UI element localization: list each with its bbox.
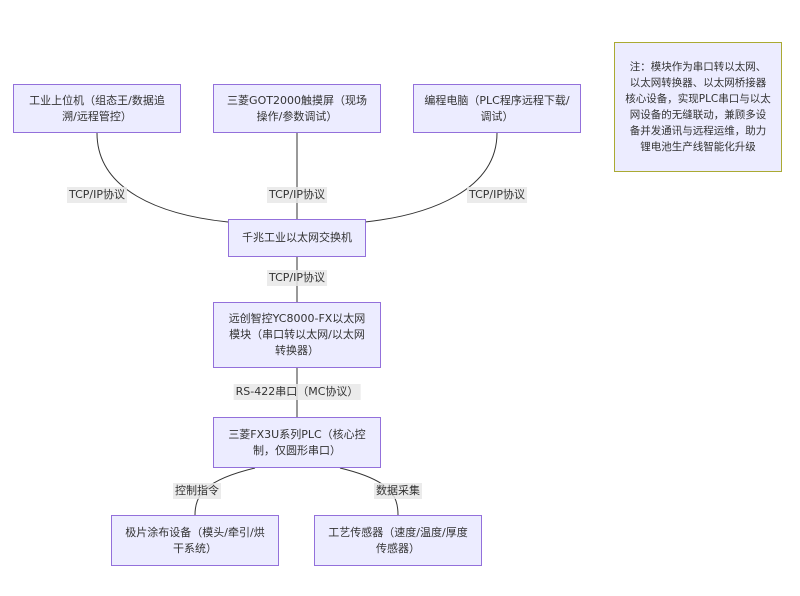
node-prog-pc[interactable]: 编程电脑（PLC程序远程下载/调试） (413, 84, 581, 133)
edge-label-module-plc: RS-422串口（MC协议） (233, 384, 361, 400)
node-upper-pc[interactable]: 工业上位机（组态王/数据追溯/远程管控） (13, 84, 181, 133)
edge-upper-pc-to-switch (96, 132, 229, 223)
node-plc[interactable]: 三菱FX3U系列PLC（核心控制，仅圆形串口） (213, 417, 381, 468)
node-got2000-label: 三菱GOT2000触摸屏（现场操作/参数调试） (227, 93, 367, 123)
edge-label-plc-sensor: 数据采集 (374, 483, 422, 499)
edge-label-got-switch: TCP/IP协议 (267, 187, 327, 203)
node-module[interactable]: 远创智控YC8000-FX以太网模块（串口转以太网/以太网转换器） (213, 302, 381, 368)
edge-label-upper-pc-switch: TCP/IP协议 (67, 187, 127, 203)
edge-prog-pc-to-switch (364, 132, 498, 223)
edge-label-switch-module: TCP/IP协议 (267, 270, 327, 286)
node-module-label: 远创智控YC8000-FX以太网模块（串口转以太网/以太网转换器） (228, 312, 366, 357)
node-coating[interactable]: 极片涂布设备（模头/牵引/烘干系统） (111, 515, 279, 566)
node-plc-label: 三菱FX3U系列PLC（核心控制，仅圆形串口） (228, 427, 366, 457)
edge-label-prog-switch: TCP/IP协议 (467, 187, 527, 203)
note-text: 注：模块作为串口转以太网、以太网转换器、以太网桥接器核心设备，实现PLC串口与以… (625, 61, 771, 153)
node-coating-label: 极片涂布设备（模头/牵引/烘干系统） (125, 525, 265, 555)
node-upper-pc-label: 工业上位机（组态王/数据追溯/远程管控） (29, 93, 165, 123)
node-prog-pc-label: 编程电脑（PLC程序远程下载/调试） (424, 93, 570, 123)
edge-label-plc-coating: 控制指令 (173, 483, 221, 499)
node-switch[interactable]: 千兆工业以太网交换机 (228, 219, 366, 257)
node-switch-label: 千兆工业以太网交换机 (242, 231, 352, 244)
node-sensor-label: 工艺传感器（速度/温度/厚度传感器） (328, 525, 468, 555)
node-sensor[interactable]: 工艺传感器（速度/温度/厚度传感器） (314, 515, 482, 566)
node-got2000[interactable]: 三菱GOT2000触摸屏（现场操作/参数调试） (213, 84, 381, 133)
note-box: 注：模块作为串口转以太网、以太网转换器、以太网桥接器核心设备，实现PLC串口与以… (614, 42, 782, 172)
